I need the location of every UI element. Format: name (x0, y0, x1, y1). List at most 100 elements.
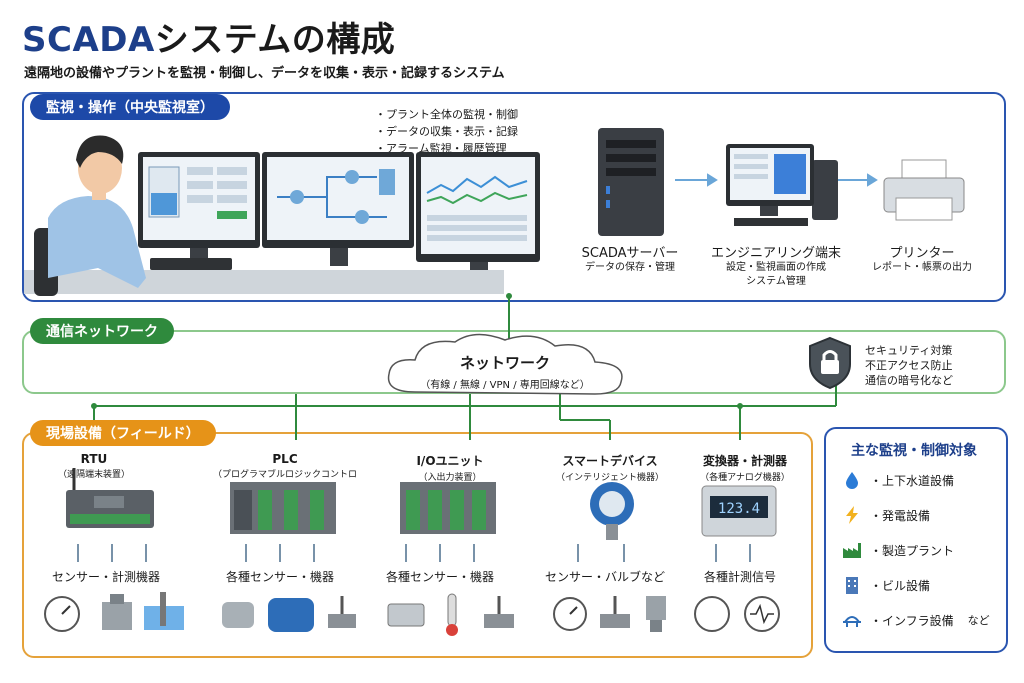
field-device-name: I/Oユニット (416, 454, 484, 468)
field-device-desc: （インテリジェント機器） (555, 473, 664, 483)
target-item: ・製造プラント (842, 540, 954, 560)
bullet-item: プラント全体の監視・制御 (375, 106, 518, 123)
terminal-desc: 設定・監視画面の作成 (726, 262, 826, 273)
sensor-label: 各種計測信号 (703, 570, 776, 584)
sensor-label: センサー・バルブなど (544, 570, 665, 584)
field-device-converter: 変換器・計測器 （各種アナログ機器） (690, 452, 800, 483)
rtu-icon (66, 468, 154, 528)
field-device-desc: （入出力装置） (418, 473, 482, 483)
server-icon (598, 128, 664, 236)
page-title: SCADAシステムの構成 (22, 12, 395, 61)
targets-title: 主な監視・制御対象 (851, 443, 977, 459)
desk (24, 270, 504, 294)
target-label: ・インフラ設備 (870, 613, 954, 628)
lightning-icon (846, 506, 858, 524)
target-label: ・上下水道設備 (870, 473, 955, 488)
terminal-title: エンジニアリング端末 (710, 246, 841, 261)
security-line: セキュリティ対策 (865, 344, 953, 357)
target-suffix: など (967, 614, 990, 627)
printer-desc: レポート・帳票の出力 (872, 262, 972, 273)
field-device-name: スマートデバイス (562, 454, 658, 468)
printer-title: プリンター (889, 246, 955, 261)
field-device-name: PLC (272, 452, 298, 466)
network-cloud-title: ネットワーク (459, 354, 550, 372)
monitor-center (262, 152, 414, 248)
operator-icon (34, 135, 146, 296)
field-equipment-section (22, 432, 813, 658)
engineering-terminal-icon (726, 144, 838, 226)
terminal-desc2: システム管理 (746, 276, 806, 287)
sensor-label: 各種センサー・機器 (225, 570, 334, 584)
level-sensor-icon (144, 592, 184, 630)
bullet-item: データの収集・表示・記録 (375, 123, 518, 140)
thermometer-icon (446, 593, 458, 636)
target-label: ・発電設備 (870, 508, 931, 523)
title-latin: SCADA (22, 20, 155, 60)
monitor-right (416, 152, 540, 262)
printer-label: プリンター レポート・帳票の出力 (862, 242, 982, 275)
target-item: ・ビル設備 (842, 575, 930, 595)
monitor-stand (470, 262, 488, 270)
security-shield-icon (809, 336, 851, 390)
network-cloud: ネットワーク （有線 / 無線 / VPN / 専用回線など） (395, 352, 615, 391)
plc-icon (230, 482, 336, 534)
monitor-right-screen (421, 157, 535, 254)
valve-icon (600, 596, 630, 628)
central-bullets: プラント全体の監視・制御 データの収集・表示・記録 アラーム監視・履歴管理 (375, 106, 518, 157)
pressure-gauge-icon (553, 597, 587, 631)
water-drop-icon (846, 472, 858, 489)
valve-icon (328, 596, 356, 628)
field-device-desc: （遠隔端末装置） (57, 470, 130, 480)
target-item: ・上下水道設備 (842, 470, 954, 490)
field-tab: 現場設備（フィールド） (30, 420, 216, 446)
sensor-label: 各種センサー・機器 (385, 570, 494, 584)
target-item: ・インフラ設備 など (842, 610, 990, 630)
valve-icon (484, 596, 514, 628)
meter-display: 123.4 (718, 501, 760, 517)
title-jp: システムの構成 (154, 20, 396, 60)
network-cloud-sub: （有線 / 無線 / VPN / 専用回線など） (420, 380, 590, 391)
bullet-item: アラーム監視・履歴管理 (375, 140, 518, 157)
field-device-smart: スマートデバイス （インテリジェント機器） (550, 452, 670, 483)
central-tab: 監視・操作（中央監視室） (30, 94, 230, 120)
monitor-center-screen (267, 157, 409, 240)
transmitter-icon (646, 596, 666, 632)
target-item: ・発電設備 (842, 505, 930, 525)
switch-icon (387, 603, 425, 627)
field-device-name: 変換器・計測器 (702, 454, 787, 468)
server-label: SCADAサーバー データの保存・管理 (575, 242, 685, 275)
waveform-meter-icon (744, 596, 780, 632)
monitor-stand (330, 248, 348, 266)
network-cloud-icon (387, 333, 623, 395)
field-device-name: RTU (80, 452, 108, 466)
server-title: SCADAサーバー (581, 246, 679, 261)
network-tab: 通信ネットワーク (30, 318, 174, 344)
targets-panel (824, 427, 1008, 653)
monitor-left (138, 152, 260, 248)
keyboard (150, 258, 232, 270)
field-device-rtu: RTU （遠隔端末装置） (44, 452, 144, 480)
terminal-label: エンジニアリング端末 設定・監視画面の作成 システム管理 (706, 242, 846, 289)
motor-icon (268, 598, 314, 632)
building-icon (846, 577, 858, 594)
security-line: 不正アクセス防止 (865, 359, 953, 372)
panel-meter-icon: 123.4 (701, 485, 777, 537)
signal-arrows (77, 544, 751, 562)
bridge-icon (843, 616, 861, 627)
security-line: 通信の暗号化など (865, 374, 953, 387)
pressure-gauge-icon (44, 596, 80, 632)
target-label: ・ビル設備 (870, 578, 931, 593)
sensor-icons (44, 592, 780, 636)
security-text: セキュリティ対策 不正アクセス防止 通信の暗号化など (865, 343, 953, 388)
printer-icon (883, 159, 965, 221)
server-desc: データの保存・管理 (585, 262, 675, 273)
factory-icon (843, 543, 861, 558)
target-label: ・製造プラント (870, 543, 955, 558)
valve-icon (222, 602, 254, 628)
analog-meter-icon (694, 596, 730, 632)
monitor-left-screen (143, 157, 255, 240)
io-unit-icon (400, 482, 496, 534)
field-device-io: I/Oユニット （入出力装置） (395, 452, 505, 483)
page-subtitle: 遠隔地の設備やプラントを監視・制御し、データを収集・表示・記録するシステム (24, 66, 505, 81)
field-device-desc: （各種アナログ機器） (700, 473, 790, 483)
